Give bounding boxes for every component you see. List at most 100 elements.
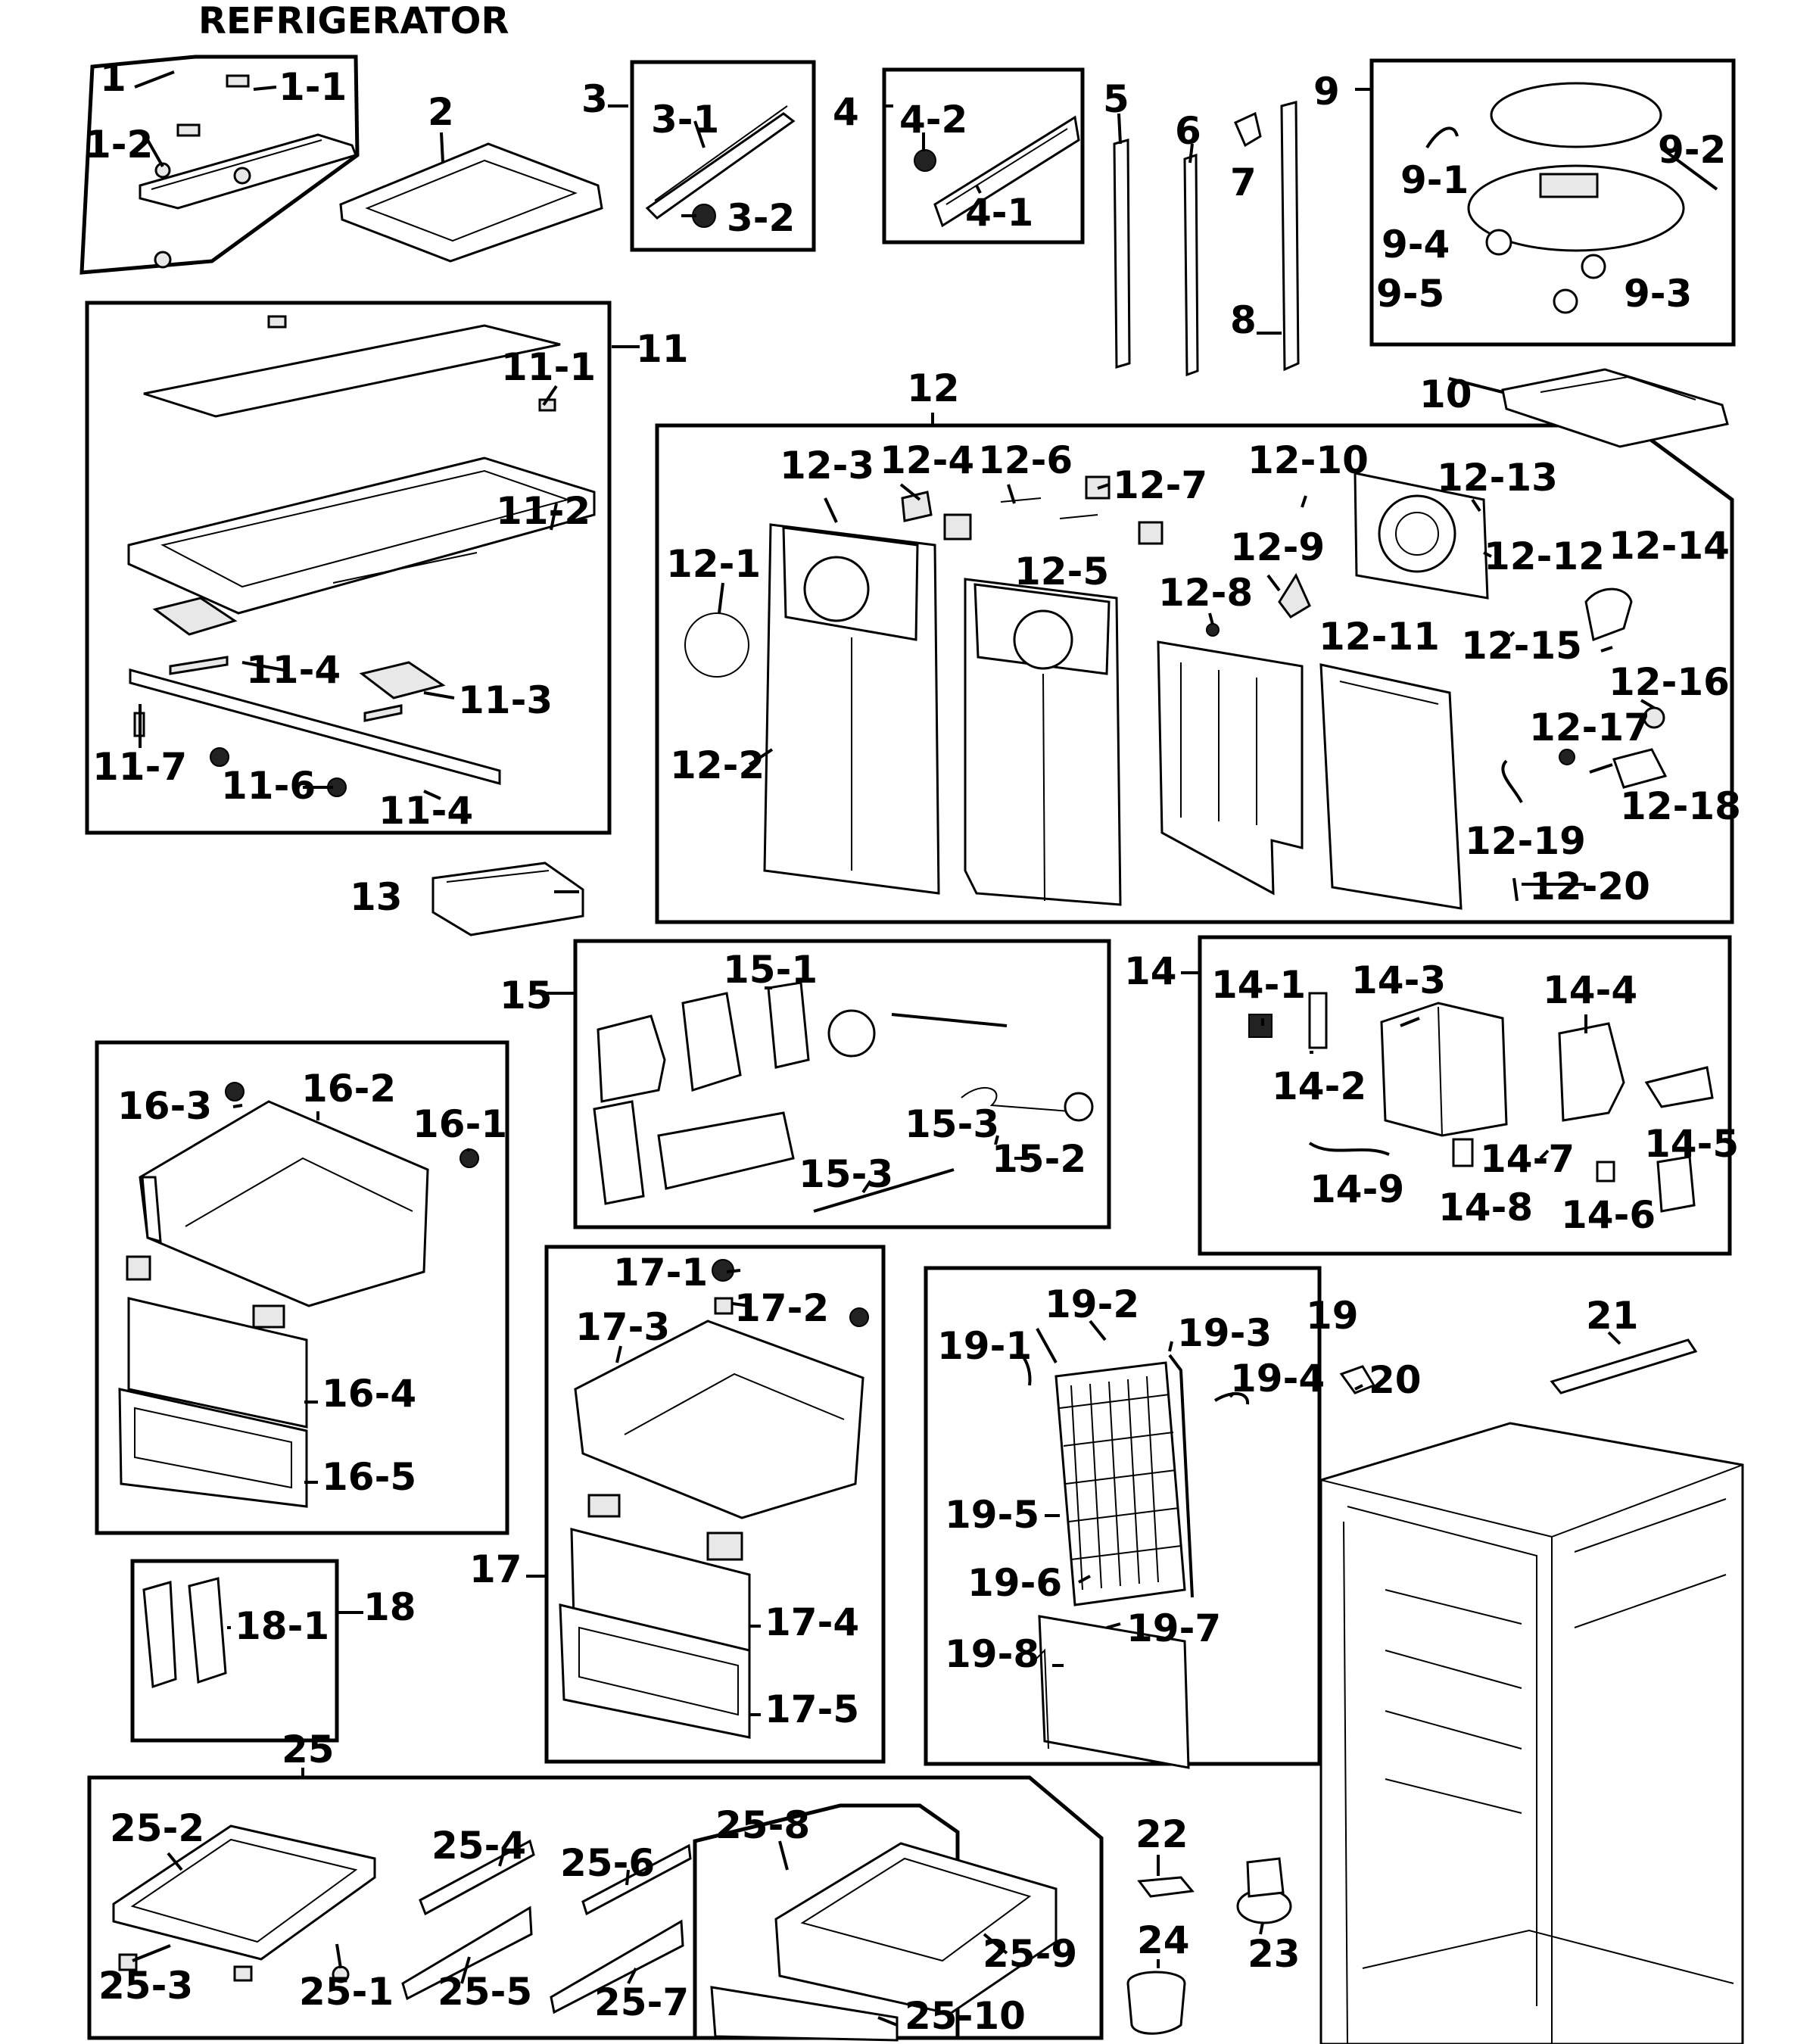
- callout-11-4-upper: 11-4: [246, 648, 341, 692]
- callout-15-3-lower: 15-3: [799, 1152, 893, 1196]
- callout-12-15: 12-15: [1461, 624, 1582, 668]
- callout-11-1: 11-1: [501, 345, 596, 389]
- group-box-18: [130, 1559, 339, 1743]
- callout-21: 21: [1586, 1294, 1639, 1338]
- group-box-16: [95, 1040, 509, 1535]
- shelf-assembly-11-part: [127, 315, 596, 797]
- callout-25-8: 25-8: [715, 1803, 810, 1847]
- callout-17-2: 17-2: [734, 1286, 829, 1330]
- drawer-16-part: [118, 1082, 479, 1508]
- callout-9: 9: [1313, 70, 1340, 114]
- callout-3-2: 3-2: [727, 196, 795, 240]
- callout-20: 20: [1369, 1358, 1422, 1402]
- callout-11-6: 11-6: [221, 764, 316, 808]
- group-box-25-8: [693, 1803, 960, 2040]
- callout-5: 5: [1103, 77, 1129, 121]
- vertical-rails-part: [1113, 101, 1300, 377]
- callout-17-4: 17-4: [765, 1600, 859, 1644]
- group-box-11: [85, 301, 612, 835]
- callout-19-4: 19-4: [1230, 1357, 1325, 1401]
- callout-14: 14: [1124, 949, 1177, 993]
- callout-16-3: 16-3: [117, 1084, 212, 1128]
- callout-4-2: 4-2: [899, 98, 967, 142]
- callout-24: 24: [1137, 1918, 1190, 1962]
- callout-23: 23: [1248, 1932, 1301, 1976]
- dispenser-15-part: [593, 981, 1094, 1213]
- group-box-15: [573, 939, 1111, 1229]
- ice-maker-14-part: [1248, 992, 1714, 1213]
- callout-9-2: 9-2: [1658, 128, 1726, 172]
- callout-19-3: 19-3: [1177, 1311, 1272, 1355]
- group-box-4: [882, 67, 1085, 245]
- callout-25: 25: [282, 1728, 335, 1771]
- callout-12-17: 12-17: [1529, 706, 1650, 749]
- callout-18: 18: [363, 1585, 416, 1629]
- callout-3-1: 3-1: [651, 98, 719, 142]
- callout-25-9: 25-9: [983, 1932, 1077, 1976]
- light-cover-10-part: [1501, 368, 1729, 448]
- callout-12-18: 12-18: [1620, 784, 1741, 828]
- callout-12-12: 12-12: [1484, 534, 1605, 578]
- callout-12-13: 12-13: [1437, 456, 1558, 500]
- callout-16-5: 16-5: [322, 1455, 416, 1499]
- callout-12-6: 12-6: [978, 438, 1073, 482]
- callout-11-7: 11-7: [92, 745, 187, 789]
- callout-7: 7: [1230, 160, 1257, 204]
- callout-1: 1: [100, 56, 126, 100]
- callout-16-1: 16-1: [413, 1102, 507, 1146]
- refrigerator-cabinet-part: [1319, 1422, 1744, 2044]
- callout-14-7: 14-7: [1480, 1137, 1575, 1181]
- callout-1-1: 1-1: [279, 65, 347, 109]
- callout-25-4: 25-4: [431, 1824, 526, 1868]
- callout-12-14: 12-14: [1609, 524, 1730, 568]
- callout-9-3: 9-3: [1624, 272, 1692, 316]
- rail-3-part: [645, 105, 796, 228]
- callout-12-1: 12-1: [666, 542, 761, 586]
- callout-12-5: 12-5: [1014, 550, 1109, 594]
- group-box-1: [79, 55, 360, 275]
- evaporator-cover-12-part: [684, 472, 1668, 910]
- diagram-title: REFRIGERATOR: [198, 0, 509, 42]
- callout-14-2: 14-2: [1272, 1064, 1366, 1108]
- evaporator-19-part: [1020, 1354, 1250, 1769]
- callout-13: 13: [350, 875, 403, 919]
- callout-12-8: 12-8: [1158, 571, 1253, 615]
- callout-9-4: 9-4: [1382, 223, 1450, 266]
- leader-lines: [132, 70, 1656, 2027]
- callout-14-4: 14-4: [1543, 968, 1637, 1012]
- callout-11-3: 11-3: [458, 678, 553, 722]
- handle-18-part: [142, 1577, 227, 1689]
- light-assembly-part: [1425, 82, 1718, 314]
- door-shelf-part: [139, 74, 357, 269]
- small-parts-20-21: [1339, 1338, 1698, 1394]
- callout-3: 3: [581, 77, 608, 121]
- callout-11-2: 11-2: [496, 489, 590, 533]
- callout-14-6: 14-6: [1561, 1193, 1656, 1237]
- callout-14-1: 14-1: [1211, 963, 1306, 1007]
- callout-8: 8: [1230, 298, 1257, 342]
- callout-4-1: 4-1: [965, 191, 1033, 235]
- callout-12-7: 12-7: [1113, 463, 1207, 507]
- shelf-frame-part: [339, 142, 603, 263]
- callout-15-3-upper: 15-3: [905, 1102, 999, 1146]
- callout-9-1: 9-1: [1400, 158, 1469, 202]
- shelf-25-part: [112, 1824, 1058, 2042]
- callout-18-1: 18-1: [235, 1604, 329, 1648]
- callout-12-2: 12-2: [670, 743, 765, 787]
- callout-25-3: 25-3: [98, 1964, 193, 2008]
- callout-25-7: 25-7: [594, 1980, 689, 2024]
- callout-15: 15: [500, 974, 553, 1017]
- callout-2: 2: [428, 90, 454, 134]
- callout-12: 12: [907, 366, 960, 410]
- callout-10: 10: [1419, 372, 1472, 416]
- callout-19: 19: [1306, 1294, 1359, 1338]
- callout-12-4: 12-4: [880, 438, 974, 482]
- callout-labels: 1 1-1 1-2 2 3 3-1 3-2 4 4-2 4-1 5 6 7 8 …: [85, 56, 1741, 2038]
- callout-19-8: 19-8: [945, 1632, 1039, 1676]
- callout-4: 4: [833, 90, 859, 134]
- callout-12-11: 12-11: [1319, 615, 1440, 659]
- group-box-14: [1198, 935, 1732, 1256]
- ice-maker-13-part: [431, 862, 584, 936]
- callout-19-6: 19-6: [967, 1561, 1062, 1605]
